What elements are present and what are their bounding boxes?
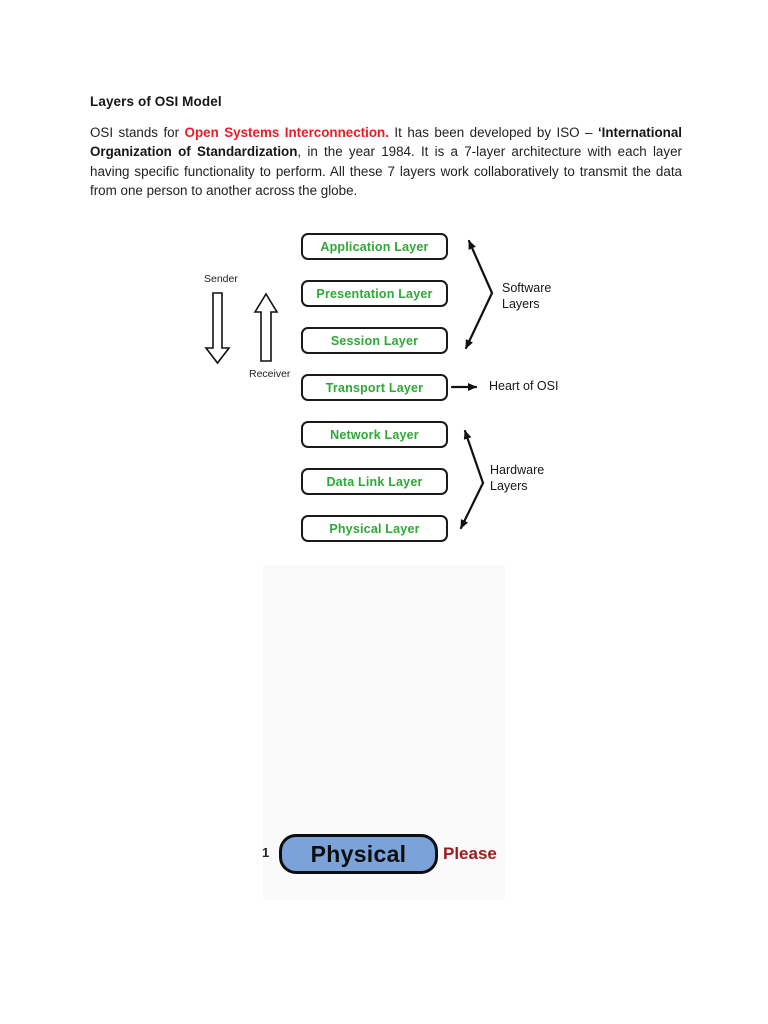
software-layers-brace-arrow-icon bbox=[464, 239, 494, 350]
please-caption: Please bbox=[443, 844, 497, 863]
layer-box-physical: Physical Layer bbox=[301, 515, 448, 542]
layer-box-datalink: Data Link Layer bbox=[301, 468, 448, 495]
paragraph-text: , in the year 1984. It is a 7-layer arch… bbox=[90, 144, 682, 198]
layer-label: Data Link Layer bbox=[326, 474, 423, 489]
layer-label: Presentation Layer bbox=[316, 286, 433, 301]
sender-down-arrow-icon bbox=[204, 292, 231, 365]
paragraph-text: It has been developed by ISO – bbox=[388, 125, 598, 140]
heart-of-osi-label: Heart of OSI bbox=[489, 379, 559, 393]
bold-text: ‘International Organization of Standardi… bbox=[90, 125, 683, 160]
layer-label: Network Layer bbox=[330, 427, 419, 442]
layer-box-presentation: Presentation Layer bbox=[301, 280, 448, 307]
receiver-up-arrow-icon bbox=[253, 292, 279, 362]
layer-box-application: Application Layer bbox=[301, 233, 448, 260]
layer-label: Application Layer bbox=[320, 239, 429, 254]
layer-index-number: 1 bbox=[262, 845, 270, 860]
software-layers-label: Software Layers bbox=[502, 281, 552, 311]
physical-pill: Physical bbox=[279, 834, 438, 874]
receiver-label: Receiver bbox=[249, 368, 291, 380]
layer-label: Session Layer bbox=[330, 333, 419, 348]
intro-paragraph: OSI stands for Open Systems Interconnect… bbox=[90, 123, 682, 200]
sender-label: Sender bbox=[204, 273, 238, 285]
diagram-arrows bbox=[204, 239, 494, 530]
layer-label: Physical Layer bbox=[329, 521, 420, 536]
layer-label: Transport Layer bbox=[325, 380, 424, 395]
physical-pill-label: Physical bbox=[310, 840, 407, 867]
layer-box-session: Session Layer bbox=[301, 327, 448, 354]
hardware-layers-label: Hardware Layers bbox=[490, 463, 545, 493]
layer-box-network: Network Layer bbox=[301, 421, 448, 448]
paragraph-text: OSI stands for bbox=[90, 125, 185, 140]
highlighted-red-text: Open Systems Interconnection. bbox=[184, 125, 389, 140]
hardware-layers-brace-arrow-icon bbox=[459, 429, 485, 530]
layer-box-transport: Transport Layer bbox=[301, 374, 448, 401]
page-title: Layers of OSI Model bbox=[90, 94, 222, 109]
